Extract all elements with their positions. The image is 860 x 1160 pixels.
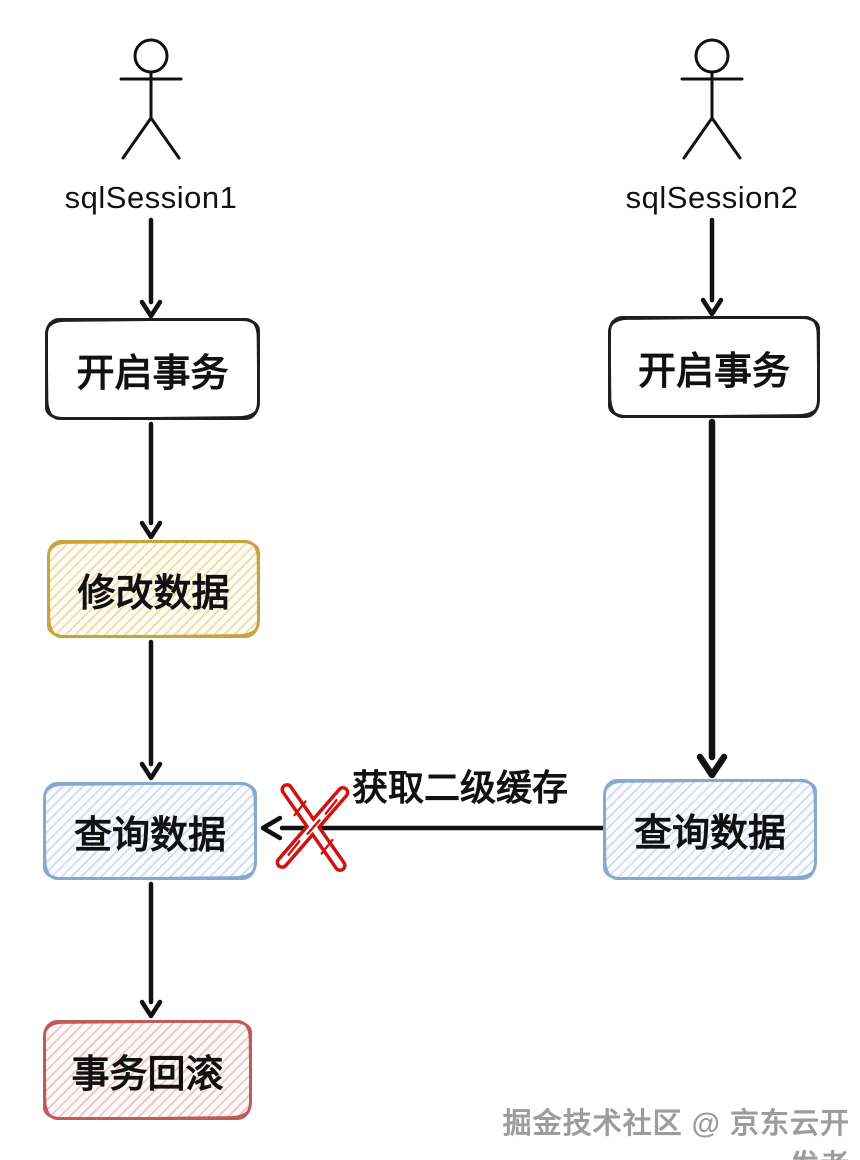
node-right-query-data: 查询数据 [603, 779, 817, 880]
node-left-transaction-rollback: 事务回滚 [43, 1020, 252, 1120]
blocked-x-icon [275, 783, 350, 872]
node-left-query-data: 查询数据 [43, 782, 257, 880]
actor-label-sqlsession1: sqlSession1 [64, 180, 238, 215]
node-left-modify-data: 修改数据 [47, 540, 260, 638]
node-label: 查询数据 [633, 813, 786, 855]
cache-edge-label: 获取二级缓存 [351, 767, 568, 808]
arrow-right-start-to-query [696, 418, 728, 779]
arrow-get-second-level-cache [260, 815, 606, 841]
node-right-start-transaction: 开启事务 [608, 316, 820, 418]
watermark: 掘金技术社区 @ 京东云开发者 [502, 1108, 850, 1160]
arrow-sqlsession2-to-start [700, 217, 724, 317]
actor-icon-sqlsession1 [119, 38, 183, 160]
actor-icon-sqlsession2 [680, 38, 744, 160]
actor-label-sqlsession2: sqlSession2 [625, 180, 799, 215]
node-left-start-transaction: 开启事务 [45, 318, 260, 420]
arrow-start-to-modify [139, 421, 163, 540]
arrow-query-to-rollback [139, 881, 163, 1019]
node-label: 开启事务 [76, 352, 229, 395]
arrow-sqlsession1-to-start [139, 217, 163, 319]
node-label: 修改数据 [77, 572, 230, 615]
node-label: 查询数据 [73, 814, 226, 857]
node-label: 开启事务 [637, 350, 790, 393]
arrow-modify-to-query [139, 639, 163, 781]
node-label: 事务回滚 [71, 1053, 224, 1096]
